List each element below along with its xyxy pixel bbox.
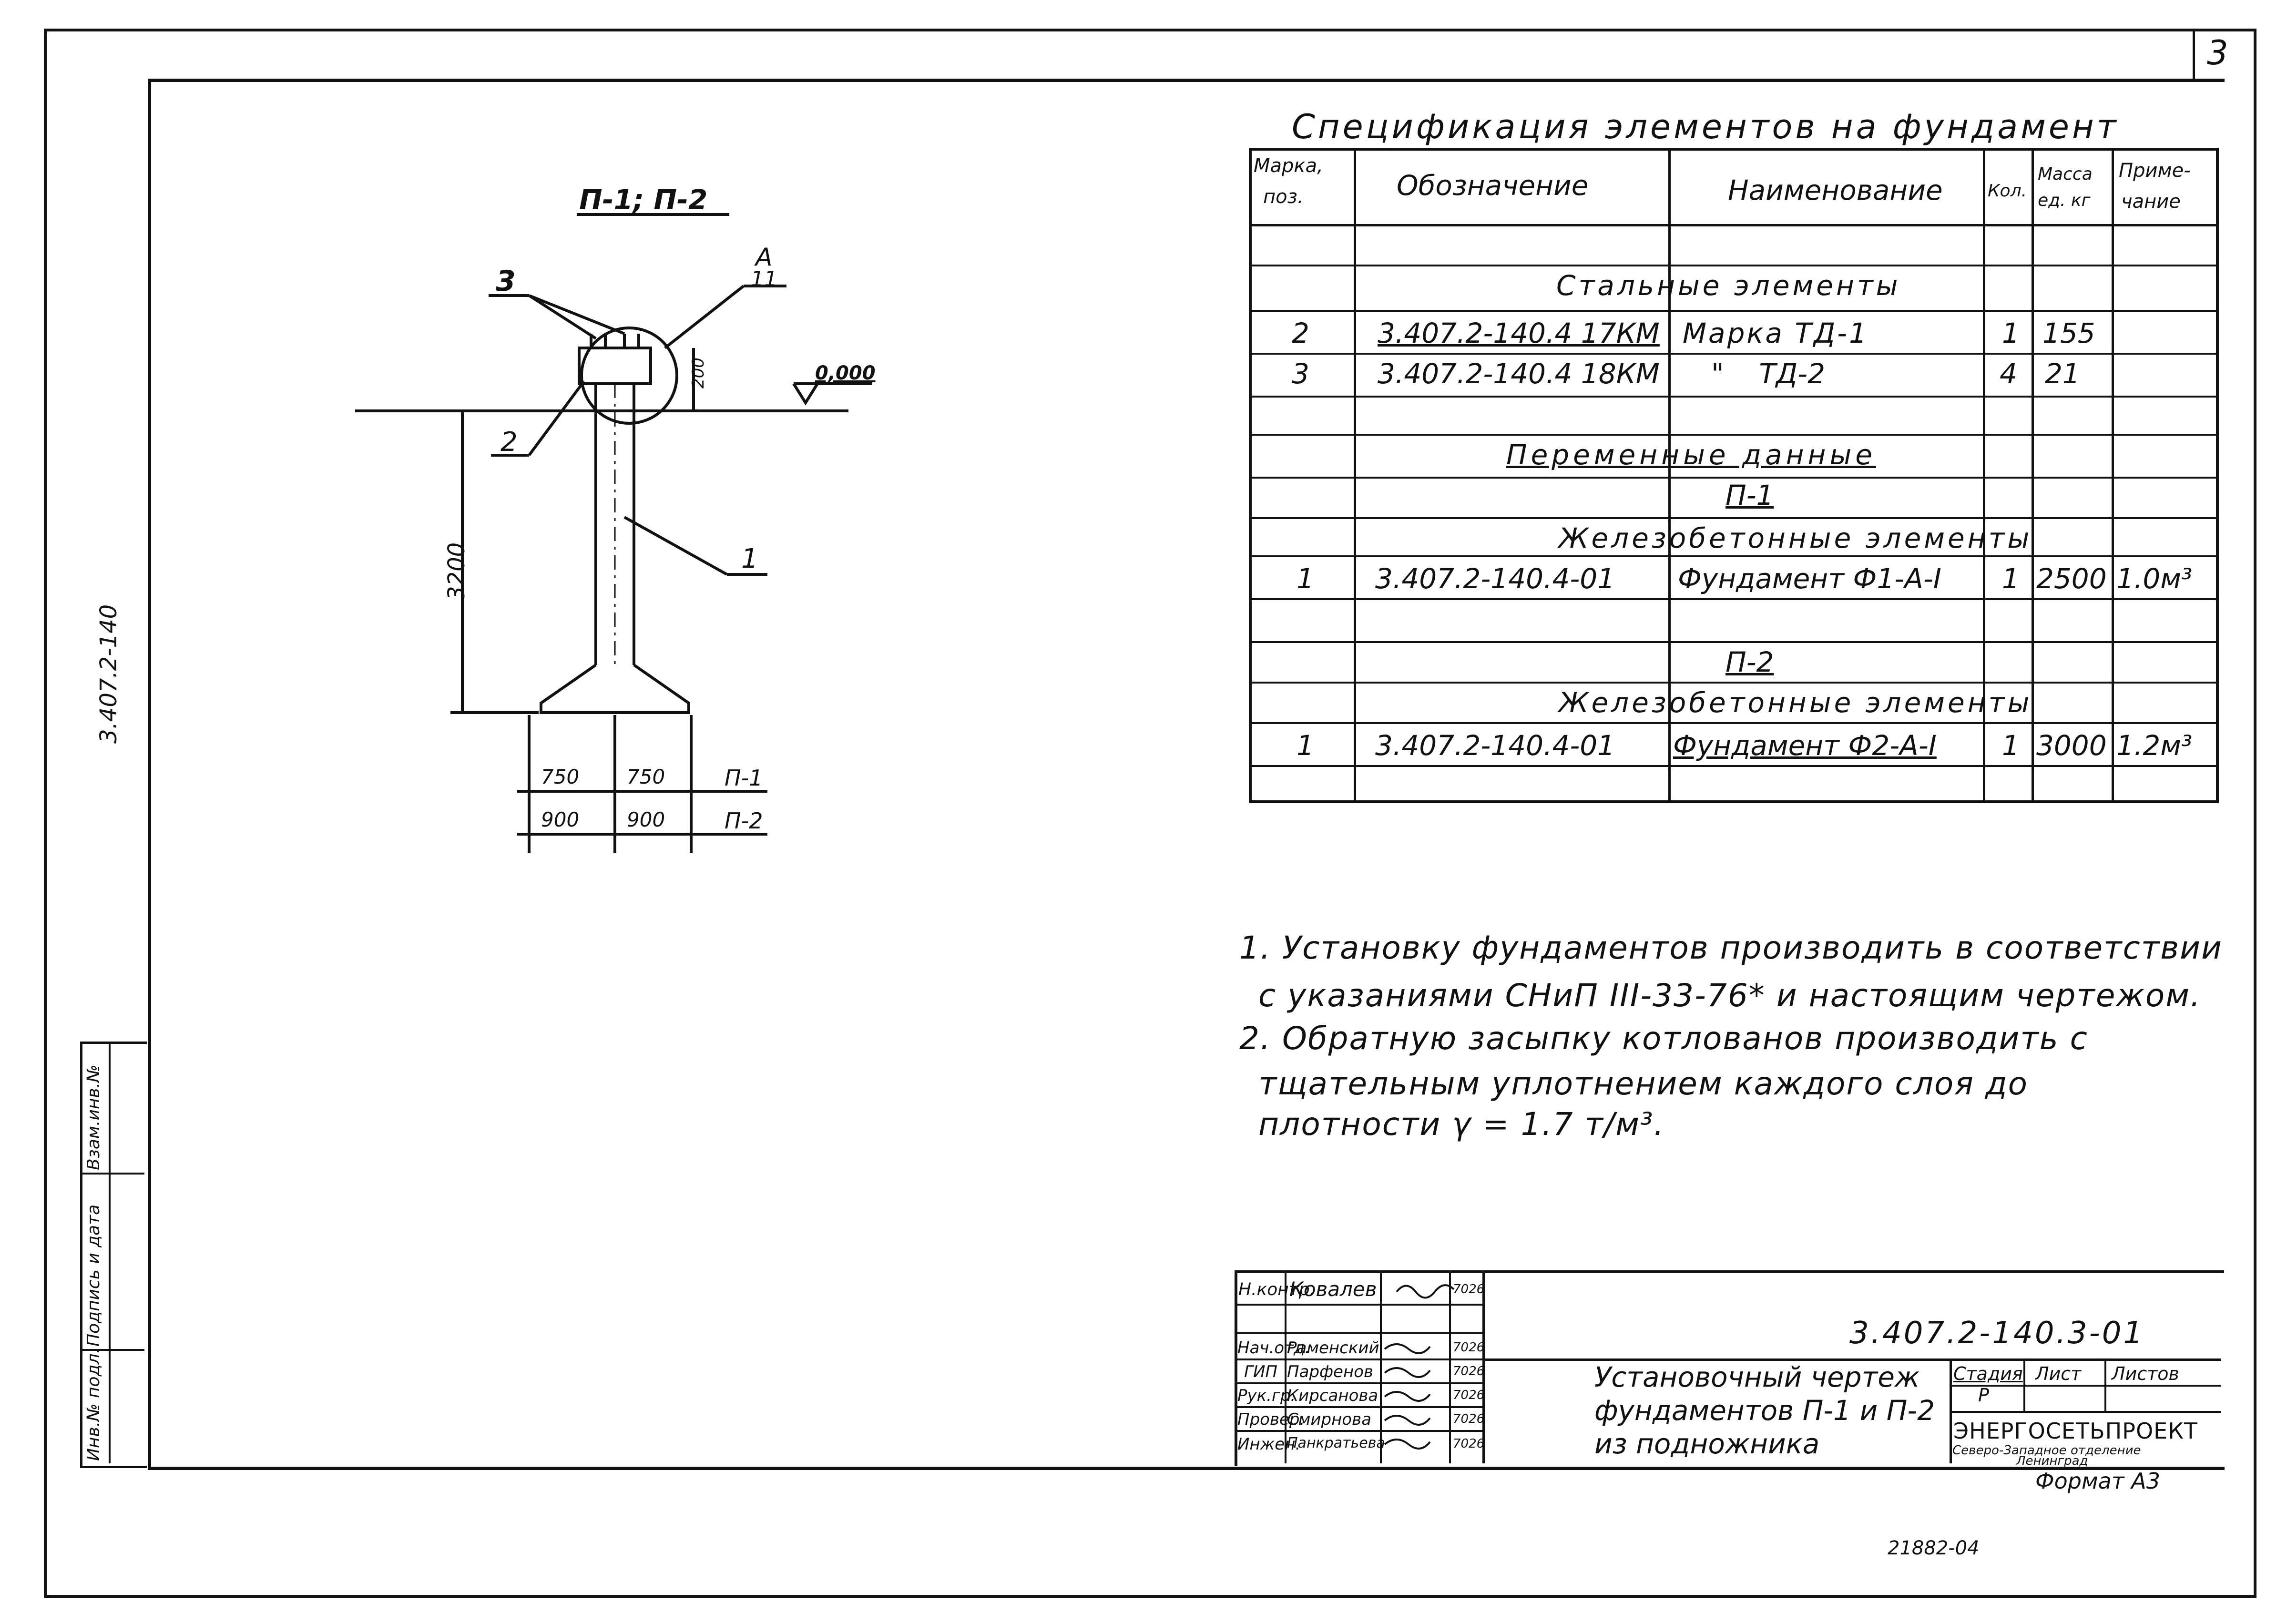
note-line-4: тщательным уплотнением каждого слоя до	[1258, 1065, 2028, 1102]
stamp-date-6: 7026	[1453, 1437, 1485, 1451]
label-p1: П-1	[725, 765, 763, 791]
stamp-name-5: Смирнова	[1287, 1410, 1371, 1429]
row-p2-name: Фундамент Ф2-А-I	[1673, 729, 1937, 762]
callout-2: 2	[500, 427, 518, 458]
spec-title: Спецификация элементов на фундамент	[1292, 107, 2119, 146]
title-block	[1235, 1270, 2224, 1466]
note-line-3: 2. Обратную засыпку котлованов производи…	[1239, 1020, 2088, 1057]
row-p2-mass: 3000	[2036, 729, 2107, 762]
hdr-qty: Кол.	[1988, 181, 2027, 201]
sub-p1: П-1	[1725, 479, 1774, 511]
steel-row-1-mark: 2	[1292, 317, 1309, 349]
steel-row-2-qty: 4	[2000, 357, 2017, 390]
steel-row-2-designation: 3.407.2-140.4 18КМ	[1378, 357, 1660, 390]
stamp-org-sub2: Ленинград	[2016, 1454, 2088, 1468]
stamp-role-3: ГИП	[1244, 1362, 1277, 1381]
row-p2-qty: 1	[2002, 729, 2020, 762]
callout-11: 11	[751, 267, 777, 291]
stamp-stage-label: Стадия	[1953, 1363, 2023, 1384]
elevation-mark: 0,000	[815, 362, 876, 384]
hdr-mark-2: поз.	[1263, 186, 1304, 208]
hdr-mass-2: ед. кг	[2038, 191, 2091, 210]
section-rc-2: Железобетонные элементы	[1559, 686, 2032, 719]
dim-p2-right: 900	[627, 808, 665, 831]
steel-row-2-name: " ТД-2	[1711, 357, 1825, 390]
stamp-sheet-label: Лист	[2035, 1363, 2082, 1384]
stamp-inventory: 21882-04	[1888, 1537, 1980, 1559]
callout-3: 3	[496, 265, 516, 298]
stamp-sheets-label: Листов	[2112, 1363, 2179, 1384]
section-rc-1: Железобетонные элементы	[1559, 522, 2032, 554]
stamp-date-4: 7026	[1453, 1388, 1485, 1402]
steel-row-1-mass: 155	[2042, 317, 2095, 349]
dim-p2-left: 900	[541, 808, 580, 831]
sheet-number-box	[2193, 29, 2253, 81]
row-p1-mark: 1	[1297, 562, 1314, 595]
row-p1-name: Фундамент Ф1-А-I	[1678, 562, 1941, 595]
stamp-title-2: фундаментов П-1 и П-2	[1594, 1394, 1935, 1427]
note-line-1: 1. Установку фундаментов производить в с…	[1239, 929, 2223, 966]
stamp-code: 3.407.2-140.3-01	[1849, 1316, 2145, 1351]
steel-row-2-mark: 3	[1292, 357, 1309, 390]
stamp-stage-value: Р	[1978, 1385, 1989, 1406]
drawing-title: П-1; П-2	[579, 184, 708, 216]
stamp-name-6: Панкратьева	[1287, 1435, 1385, 1451]
stamp-date-2: 7026	[1453, 1340, 1485, 1355]
steel-row-2-mass: 21	[2045, 357, 2080, 390]
note-line-2: с указаниями СНиП III-33-76* и настоящим…	[1258, 977, 2202, 1014]
hdr-note-2: чание	[2121, 191, 2181, 213]
note-line-5: плотности γ = 1.7 т/м³.	[1258, 1106, 1665, 1143]
row-p2-designation: 3.407.2-140.4-01	[1375, 729, 1615, 762]
hdr-designation: Обозначение	[1397, 169, 1589, 202]
row-p2-note: 1.2м³	[2116, 729, 2193, 762]
hdr-mark-1: Марка,	[1254, 155, 1323, 177]
stamp-role-6: Инжен.	[1237, 1435, 1301, 1454]
steel-row-1-name: Марка ТД-1	[1683, 317, 1868, 349]
hdr-name: Наименование	[1728, 174, 1943, 206]
stamp-name-2: Раменский	[1287, 1338, 1379, 1358]
inner-frame	[148, 79, 2225, 1470]
stamp-org-sub1: Северо-Западное отделение	[1952, 1443, 2141, 1458]
stamp-role-2: Нач.отд.	[1237, 1338, 1310, 1358]
hdr-mass-1: Масса	[2038, 164, 2093, 184]
stamp-role-4: Рук.гр.	[1237, 1386, 1296, 1405]
stamp-title-1: Установочный чертеж	[1594, 1361, 1920, 1393]
sheet-number: 3	[2207, 33, 2228, 72]
dim-p1-right: 750	[627, 765, 665, 788]
stamp-date-3: 7026	[1453, 1364, 1485, 1379]
stamp-name-0: Ковалев	[1289, 1277, 1377, 1301]
stamp-date-5: 7026	[1453, 1412, 1485, 1426]
steel-row-1-qty: 1	[2002, 317, 2020, 349]
dim-p1-left: 750	[541, 765, 580, 788]
hdr-note-1: Приме-	[2119, 160, 2191, 182]
stamp-name-3: Парфенов	[1287, 1362, 1374, 1381]
side-stamp	[80, 1042, 147, 1468]
outer-frame	[44, 29, 2256, 1598]
row-p1-note: 1.0м³	[2116, 562, 2193, 595]
stamp-name-4: Кирсанова	[1287, 1386, 1378, 1405]
row-p1-qty: 1	[2002, 562, 2020, 595]
callout-1: 1	[741, 543, 758, 574]
section-variable: Переменные данные	[1506, 439, 1876, 471]
row-p2-mark: 1	[1297, 729, 1314, 762]
label-p2: П-2	[725, 808, 763, 834]
section-steel: Стальные элементы	[1556, 269, 1901, 302]
stamp-role-5: Провер.	[1237, 1410, 1305, 1429]
stamp-role-0: Н.контр.	[1238, 1280, 1316, 1299]
stamp-org: ЭНЕРГОСЕТЬПРОЕКТ	[1953, 1418, 2198, 1444]
spec-table	[1249, 148, 2219, 803]
steel-row-1-designation: 3.407.2-140.4 17КМ	[1378, 317, 1660, 349]
callout-a: А	[756, 243, 773, 272]
stamp-format: Формат А3	[2035, 1468, 2160, 1494]
sub-p2: П-2	[1725, 646, 1774, 678]
stamp-title-3: из подножника	[1594, 1428, 1820, 1460]
row-p1-mass: 2500	[2036, 562, 2107, 595]
stamp-date-0: 7026	[1453, 1282, 1485, 1297]
row-p1-designation: 3.407.2-140.4-01	[1375, 562, 1615, 595]
